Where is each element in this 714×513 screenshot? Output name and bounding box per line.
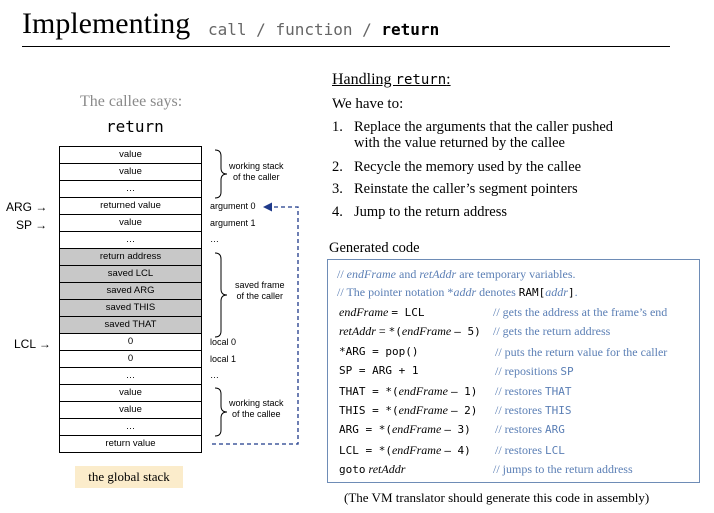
stack-cell: saved THIS [60, 299, 201, 316]
step-2: 2. Recycle the memory used by the callee [332, 159, 581, 176]
callee-says-label: The callee says: [80, 93, 183, 110]
subtitle-sep: / [352, 20, 382, 39]
slide-subtitle: call / function / return [208, 20, 439, 39]
lcl-pointer: LCL → [14, 337, 51, 351]
step-number: 1. [332, 119, 343, 135]
code-comment-line: // The pointer notation *addr denotes RA… [337, 285, 578, 299]
code-line-this: THIS = *(endFrame – 2) [339, 403, 478, 417]
step-text: Replace the arguments that the caller pu… [354, 119, 614, 135]
stack-cell: saved THAT [60, 316, 201, 333]
code-comment: // jumps to the return address [493, 462, 633, 476]
stack-cell: … [60, 367, 201, 384]
stack-cell: return address [60, 248, 201, 265]
arg-pointer-label: ARG [6, 200, 33, 214]
code-comment: // restores THAT [495, 384, 572, 398]
code-line-arg-restore: ARG = *(endFrame – 3) [339, 422, 471, 436]
we-have-to-label: We have to: [332, 96, 404, 112]
lcl-pointer-label: LCL [14, 337, 36, 351]
argument-1-label: argument 1 [210, 218, 256, 228]
arg-pointer: ARG → [6, 200, 47, 214]
arrow-right-icon: → [35, 200, 48, 214]
stack-cell: … [60, 418, 201, 435]
step-number: 4. [332, 204, 343, 220]
footnote: (The VM translator should generate this … [344, 490, 650, 505]
code-line-arg: *ARG = pop() [339, 345, 419, 358]
arrow-right-icon: → [35, 218, 48, 232]
code-comment-line: // endFrame and retAddr are temporary va… [337, 267, 576, 281]
subtitle-function: function [275, 20, 353, 39]
callee-stack-brace [214, 387, 228, 437]
stack-cell: … [60, 231, 201, 248]
stack-cell: returned value [60, 197, 201, 214]
code-line-sp: SP = ARG + 1 [339, 364, 419, 377]
stack-annotations [212, 149, 299, 445]
step-number: 3. [332, 181, 343, 197]
heading-prefix: Handling [332, 71, 396, 88]
code-comment: // repositions SP [495, 364, 574, 378]
step-1: 1. Replace the arguments that the caller … [332, 119, 613, 136]
step-text: Jump to the return address [354, 204, 508, 220]
global-stack-label: the global stack [75, 466, 183, 488]
stack-cell: return value [60, 435, 201, 452]
slide-title: Implementing [22, 7, 191, 40]
saved-frame-brace [214, 252, 228, 338]
stack-cell: value [60, 163, 201, 180]
subtitle-return: return [381, 20, 440, 39]
stack-cell: value [60, 384, 201, 401]
callee-stack-label: working stack of the callee [229, 398, 284, 419]
step-3: 3. Reinstate the caller’s segment pointer… [332, 181, 578, 198]
title-divider [22, 46, 670, 47]
code-comment: // gets the address at the frame’s end [493, 305, 668, 319]
stack-cell: saved ARG [60, 282, 201, 299]
caller-stack-label: working stack of the caller [229, 161, 284, 182]
generated-code-box [327, 259, 700, 483]
handling-return-heading: Handling return: [332, 71, 451, 89]
stack-cell: value [60, 146, 201, 163]
stack-cell: value [60, 214, 201, 231]
arrow-right-icon: → [38, 337, 51, 351]
saved-frame-label: saved frame of the caller [235, 280, 285, 301]
stack-cell: 0 [60, 350, 201, 367]
heading-code: return [395, 72, 447, 88]
sp-pointer-label: SP [16, 218, 32, 232]
stack-cell: value [60, 401, 201, 418]
argument-0-label: argument 0 [210, 201, 256, 211]
code-comment: // restores THIS [495, 403, 572, 417]
code-comment: // restores ARG [495, 422, 565, 436]
subtitle-call: call [208, 20, 247, 39]
stack-cell: … [60, 180, 201, 197]
return-dashed-arrow [212, 206, 299, 445]
arrow-head-icon [263, 202, 272, 212]
code-comment: // gets the return address [493, 324, 611, 338]
sp-pointer: SP → [16, 218, 47, 232]
step-1-line2: with the value returned by the callee [354, 135, 565, 151]
code-comment: // restores LCL [495, 443, 565, 457]
step-number: 2. [332, 159, 343, 175]
callee-command: return [106, 117, 164, 136]
subtitle-sep: / [246, 20, 276, 39]
generated-code-heading: Generated code [329, 240, 420, 256]
step-4: 4. Jump to the return address [332, 204, 507, 221]
stack-cell: 0 [60, 333, 201, 350]
argument-ellipsis: … [210, 234, 219, 244]
local-ellipsis: … [210, 370, 219, 380]
code-line-retaddr: retAddr = *(endFrame – 5) [339, 324, 481, 338]
heading-suffix: : [446, 71, 451, 88]
code-line-endframe: endFrame = LCL [339, 305, 425, 319]
local-1-label: local 1 [210, 354, 237, 364]
step-text: Reinstate the caller’s segment pointers [354, 181, 578, 197]
code-line-goto: goto retAddr [339, 462, 406, 476]
caller-stack-brace [214, 149, 228, 199]
local-0-label: local 0 [210, 337, 237, 347]
code-comment: // puts the return value for the caller [495, 345, 668, 359]
code-line-that: THAT = *(endFrame – 1) [339, 384, 478, 398]
step-text: Recycle the memory used by the callee [354, 159, 582, 175]
code-line-lcl: LCL = *(endFrame – 4) [339, 443, 471, 457]
stack-cell: saved LCL [60, 265, 201, 282]
